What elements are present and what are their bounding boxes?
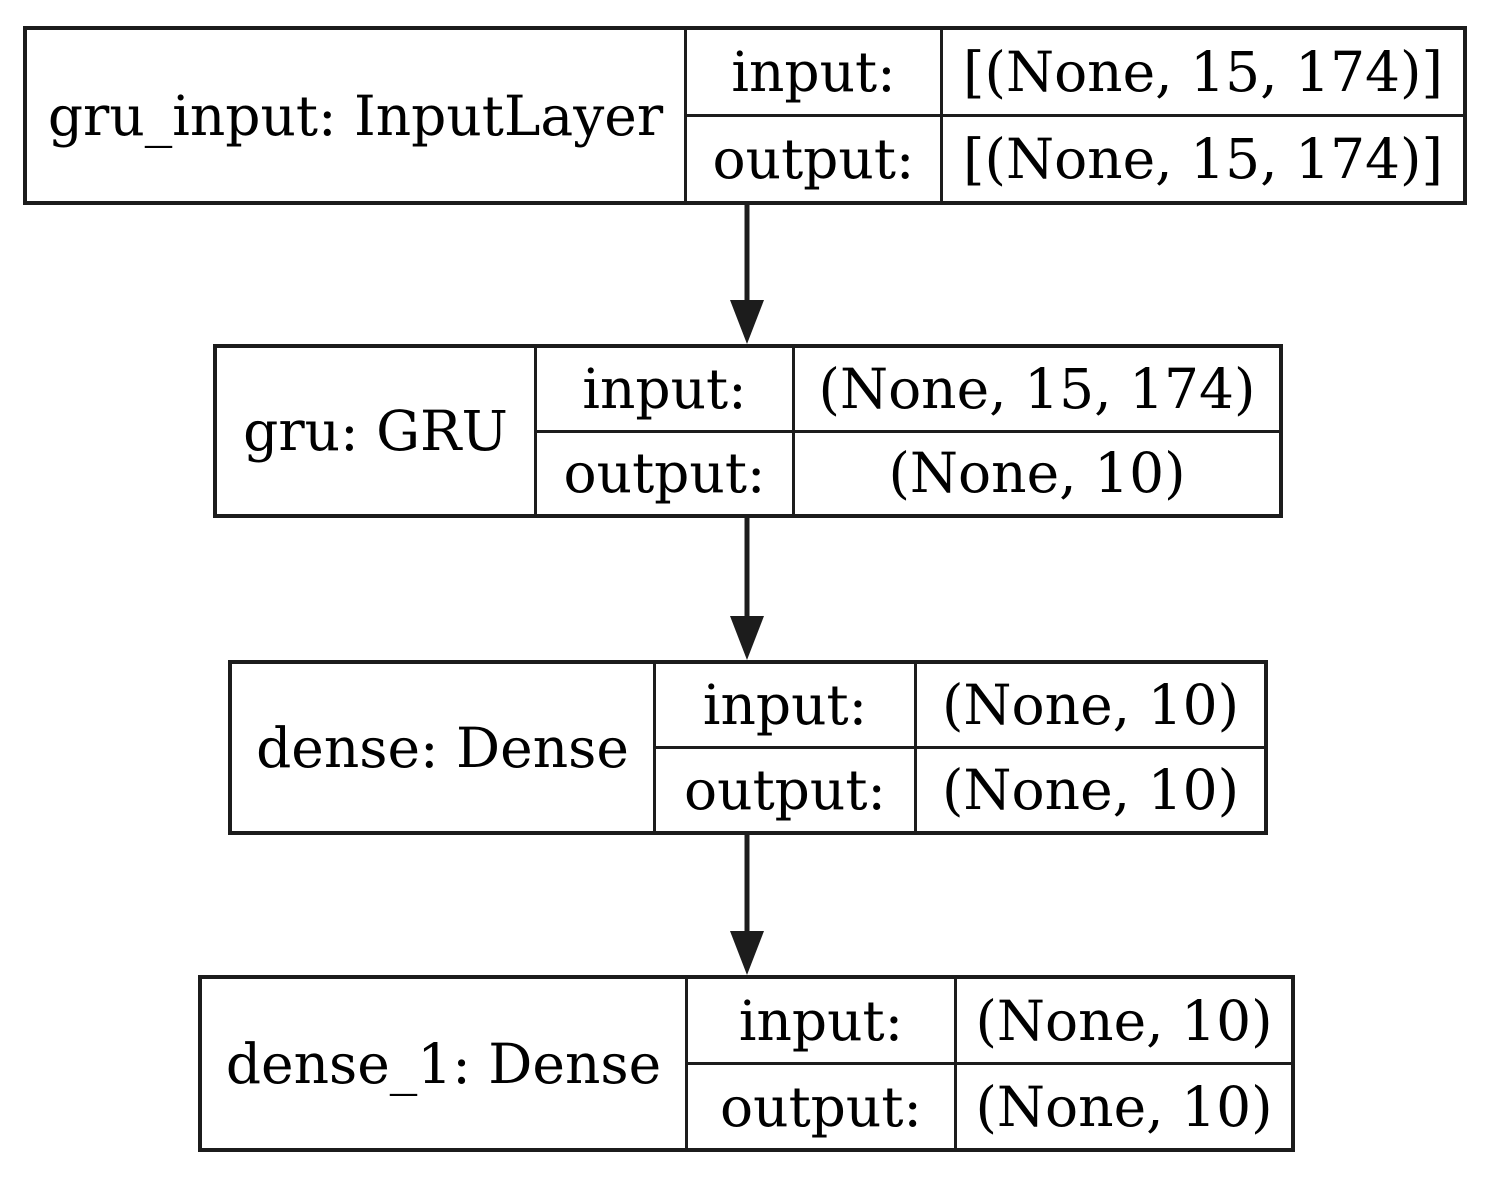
edge-arrow-dense-to-dense-1 [730,835,764,975]
io-table: input: (None, 10) output: (None, 10) [656,664,1264,831]
output-label: output: [687,117,943,201]
output-row: output: (None, 10) [688,1065,1291,1148]
layer-node-dense-1: dense_1: Dense input: (None, 10) output:… [198,975,1295,1152]
layer-name: dense_1: Dense [202,979,688,1148]
input-label: input: [656,664,917,746]
input-row: input: (None, 10) [688,979,1291,1065]
output-row: output: [(None, 15, 174)] [687,117,1463,201]
output-shape: (None, 10) [975,1074,1273,1139]
output-shape: (None, 10) [888,441,1186,506]
input-row: input: (None, 10) [656,664,1264,749]
layer-name: gru: GRU [217,348,537,514]
input-shape: [(None, 15, 174)] [963,40,1443,104]
edge-arrow-gru-to-dense [730,518,764,660]
input-label: input: [537,348,795,430]
output-row: output: (None, 10) [656,749,1264,831]
input-row: input: (None, 15, 174) [537,348,1279,433]
layer-node-dense: dense: Dense input: (None, 10) output: (… [228,660,1268,835]
io-table: input: [(None, 15, 174)] output: [(None,… [687,30,1463,201]
layer-name: gru_input: InputLayer [27,30,687,201]
layer-name: dense: Dense [232,664,656,831]
output-shape: (None, 10) [941,758,1240,822]
input-shape: (None, 15, 174) [818,356,1256,421]
output-label: output: [656,749,917,831]
input-row: input: [(None, 15, 174)] [687,30,1463,117]
edge-arrow-gru-input-to-gru [730,205,764,344]
input-shape: (None, 10) [975,988,1273,1053]
input-label: input: [687,30,943,114]
layer-node-gru: gru: GRU input: (None, 15, 174) output: … [213,344,1283,518]
output-label: output: [537,432,795,514]
io-table: input: (None, 15, 174) output: (None, 10… [537,348,1279,514]
layer-node-gru-input: gru_input: InputLayer input: [(None, 15,… [23,26,1467,205]
output-shape: [(None, 15, 174)] [963,127,1443,191]
output-row: output: (None, 10) [537,432,1279,514]
input-shape: (None, 10) [941,673,1240,737]
io-table: input: (None, 10) output: (None, 10) [688,979,1291,1148]
output-label: output: [688,1065,957,1148]
input-label: input: [688,979,957,1062]
